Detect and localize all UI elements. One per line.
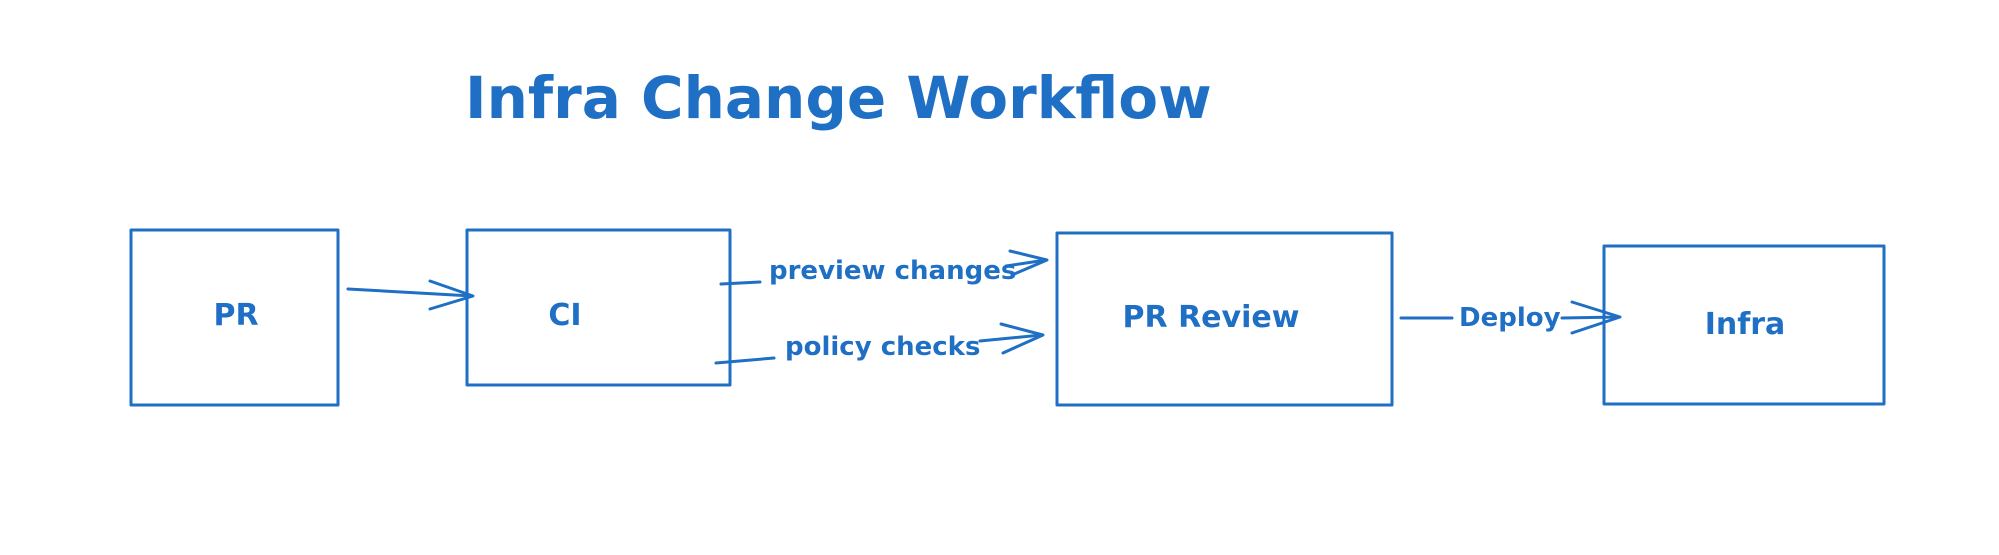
edge-preview-changes: preview changes <box>719 249 1049 286</box>
edge-policy-checks: policy checks <box>714 322 1045 365</box>
edge-deploy-head <box>1560 315 1621 320</box>
edge-preview-label: preview changes <box>769 256 1016 286</box>
edge-preview-tail <box>719 280 762 286</box>
edge-pr-to-ci-line <box>346 287 474 298</box>
node-ci-label: CI <box>548 298 581 333</box>
edge-policy-tail <box>714 356 776 365</box>
edge-policy-arrowhead <box>999 322 1045 355</box>
edge-preview-head <box>1004 258 1048 268</box>
node-infra[interactable]: Infra <box>1602 244 1886 406</box>
edge-deploy-arrowhead <box>1570 300 1622 335</box>
node-pr-review-box <box>1055 231 1394 407</box>
node-infra-box <box>1602 244 1886 406</box>
node-pr-review-label: PR Review <box>1123 300 1300 335</box>
edge-pr-to-ci-arrowhead <box>428 279 475 311</box>
diagram-title: Infra Change Workflow <box>465 64 1212 132</box>
node-pr-label: PR <box>213 298 258 333</box>
edge-policy-head <box>978 333 1044 343</box>
node-pr[interactable]: PR <box>129 228 340 407</box>
node-ci[interactable]: CI <box>465 228 732 387</box>
edge-policy-label: policy checks <box>785 332 980 362</box>
edge-pr-to-ci <box>346 279 475 311</box>
node-pr-box <box>129 228 340 407</box>
node-pr-review[interactable]: PR Review <box>1055 231 1394 407</box>
edge-preview-arrowhead <box>1008 249 1049 277</box>
node-ci-box <box>465 228 732 387</box>
node-infra-label: Infra <box>1705 307 1786 342</box>
edge-deploy: Deploy <box>1399 300 1622 335</box>
edge-deploy-label: Deploy <box>1459 303 1561 333</box>
